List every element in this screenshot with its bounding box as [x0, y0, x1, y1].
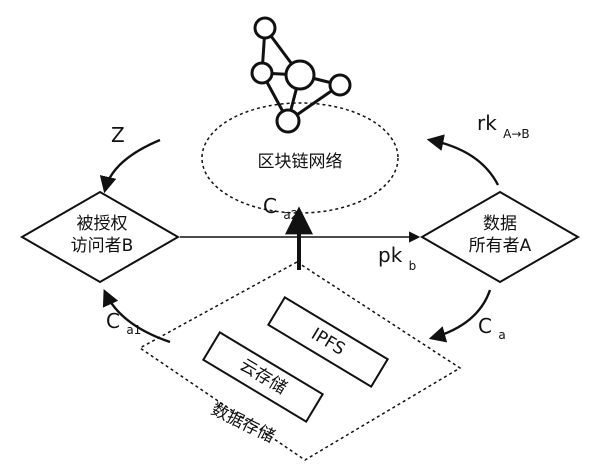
- arrow-rk: [426, 134, 500, 186]
- label-rk: rk A→B: [477, 111, 530, 141]
- owner-a-label-line1: 数据: [483, 214, 517, 234]
- label-rk-sub: A→B: [503, 127, 530, 141]
- arrow-ca: [428, 289, 492, 343]
- cloud-storage-box: [201, 331, 325, 423]
- label-ca-sub: a: [498, 328, 505, 342]
- authorized-user-b-node: [19, 190, 181, 284]
- label-ca: C a: [478, 314, 506, 342]
- arrow-ca1: [102, 288, 171, 344]
- label-z: Z: [111, 123, 125, 147]
- label-ca1-sub: a1: [126, 323, 141, 337]
- label-ca-base: C: [478, 314, 492, 338]
- blockchain-network-label: 区块链网络: [258, 152, 343, 172]
- arrow-z: [99, 138, 161, 194]
- label-ca2-base: C: [263, 194, 277, 218]
- data-storage-caption: 数据存储: [208, 400, 278, 448]
- label-pk-base: pk: [378, 243, 403, 267]
- data-owner-a-node: [419, 190, 581, 284]
- label-rk-base: rk: [477, 111, 497, 135]
- label-ca2-sub: a2: [283, 208, 298, 222]
- label-pk-b: pk b: [378, 243, 416, 273]
- network-graph-icon: [250, 16, 352, 134]
- user-b-label-line2: 访问者B: [71, 236, 134, 256]
- ipfs-box: [266, 296, 390, 388]
- label-pk-sub: b: [409, 259, 417, 273]
- label-ca1-base: C: [106, 309, 120, 333]
- owner-a-label-line2: 所有者A: [469, 236, 532, 256]
- label-ca2: C a2: [263, 194, 298, 222]
- label-ca1: C a1: [106, 309, 141, 337]
- data-storage-region: [138, 261, 462, 461]
- user-b-label-line1: 被授权: [77, 214, 128, 234]
